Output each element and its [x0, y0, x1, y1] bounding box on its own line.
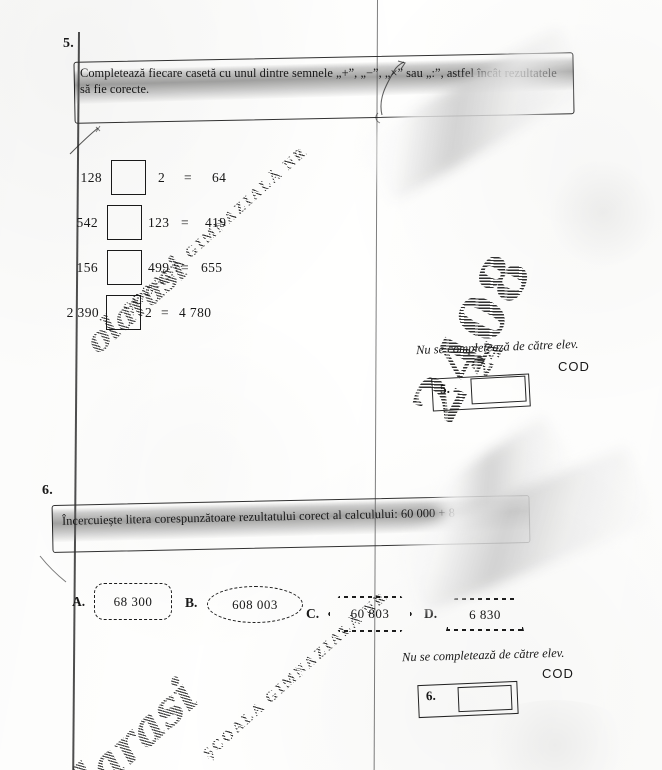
school-stamp-signature: olarasi [40, 668, 209, 770]
exercise-6-number: 6. [42, 483, 53, 498]
teacher-only-note: Nu se completează de către elev. [401, 645, 565, 665]
equation-right-operand: 123 [148, 214, 170, 230]
equation-left-operand: 128 [80, 169, 102, 185]
exercise-5-statement-text: Completează fiecare casetă cu unul dintr… [80, 66, 557, 96]
option-d-letter: D. [424, 606, 438, 621]
equation-row: 156 499 = 655 [68, 250, 222, 285]
option-a-value[interactable]: 68 300 [94, 583, 172, 620]
equation-row: 542 123 = 419 [68, 205, 226, 240]
equation-result: 64 [212, 169, 227, 185]
option-b-letter: B. [185, 595, 198, 610]
option-b-value[interactable]: 608 003 [207, 586, 303, 623]
option-c-letter: C. [306, 606, 320, 621]
exercise-5-number: 5. [63, 36, 74, 51]
cod-box-number: 6. [425, 687, 437, 704]
ink-scribble-upper [69, 125, 101, 155]
option-d[interactable]: D. 6 830 [424, 598, 524, 638]
equation-result: 419 [205, 214, 227, 230]
equals-sign: = [181, 214, 190, 230]
equals-sign: = [184, 169, 193, 185]
cod-input-box[interactable] [470, 375, 527, 405]
equation-right-operand: 499 [148, 259, 170, 275]
equation-left-operand: 156 [76, 259, 98, 275]
equals-sign: = [181, 259, 190, 275]
exercise-6-code-block: Nu se completează de către elev. COD 6. [400, 645, 600, 720]
exercise-5-code-block: Nu se completează de către elev. COD 5. [414, 336, 614, 412]
exercise-5-statement-box: Completează fiecare casetă cu unul dintr… [73, 52, 575, 124]
option-c[interactable]: C. 60 803 [306, 596, 412, 638]
equation-row: 128 2 = 64 [72, 160, 226, 195]
option-c-value[interactable]: 60 803 [328, 596, 412, 632]
cod-box-number: 5. [439, 380, 451, 397]
option-d-value[interactable]: 6 830 [446, 598, 524, 631]
equation-right-operand: 2 [145, 304, 153, 320]
operator-answer-box[interactable] [107, 205, 142, 240]
operator-answer-box[interactable] [106, 295, 141, 330]
school-stamp-lower-signature: olarasi [41, 669, 209, 770]
equation-left-operand: 542 [76, 214, 98, 230]
option-a[interactable]: A. 68 300 [70, 583, 172, 623]
scan-light-spot-right [548, 158, 658, 268]
equation-result: 4 780 [179, 304, 212, 320]
equals-sign: = [161, 304, 170, 320]
vertical-fold-line-left [72, 31, 80, 770]
equation-row: 2 390 2 = 4 780 [55, 295, 211, 330]
cod-input-box[interactable] [457, 684, 513, 713]
option-b[interactable]: B. 608 003 [185, 586, 303, 626]
option-a-letter: A. [72, 594, 86, 609]
teacher-only-note: Nu se completează de către elev. [415, 336, 579, 358]
cod-label: COD [542, 666, 574, 681]
exercise-6-statement-box: Încercuiește litera corespunzătoare rezu… [51, 495, 531, 553]
operator-answer-box[interactable] [107, 250, 142, 285]
operator-answer-box[interactable] [111, 160, 146, 195]
equation-left-operand: 2 390 [66, 304, 99, 320]
equation-result: 655 [201, 259, 223, 275]
equation-right-operand: 2 [158, 169, 166, 185]
cod-label: COD [558, 359, 590, 374]
